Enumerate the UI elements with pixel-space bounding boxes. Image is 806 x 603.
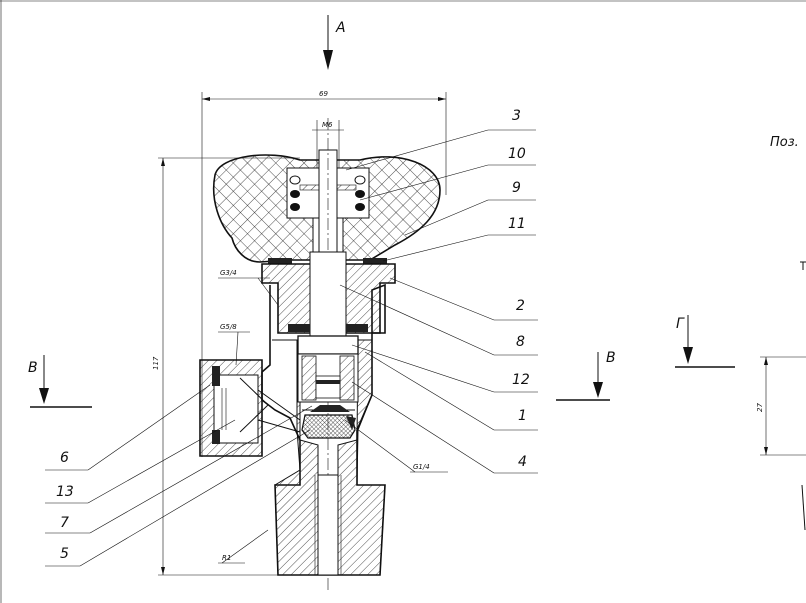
packing-right <box>346 324 368 332</box>
position-note: Поз. <box>770 135 799 150</box>
callout-9: 9 <box>512 180 521 196</box>
dim-width-label: 69 <box>319 90 328 98</box>
callout-6: 6 <box>60 450 69 466</box>
callout-7: 7 <box>60 515 69 531</box>
view-marker-g: Г <box>675 315 735 368</box>
radius-label: R1 <box>222 554 231 562</box>
guide-left <box>301 355 317 401</box>
thread-g14-label: G1/4 <box>413 463 430 471</box>
outlet-bore <box>317 474 339 576</box>
gasket-right <box>363 258 387 264</box>
packing-left <box>288 324 310 332</box>
view-label-a: A <box>335 20 346 36</box>
body-left-half <box>272 339 319 576</box>
guide-right <box>339 355 355 401</box>
gasket-left <box>268 258 292 264</box>
spindle <box>309 251 347 343</box>
thread-g34: G3/4 <box>218 269 279 306</box>
callouts-right: 3 10 9 11 2 8 12 1 4 <box>339 108 538 474</box>
section-label-left: В <box>28 360 38 376</box>
callout-8: 8 <box>516 334 525 350</box>
callout-13: 13 <box>56 484 74 500</box>
callout-10: 10 <box>508 146 526 162</box>
section-marker-right: В <box>556 350 616 401</box>
callouts-left: 6 13 7 5 <box>45 384 313 567</box>
thread-g58: G5/8 <box>218 323 250 366</box>
callout-4: 4 <box>518 454 527 470</box>
section-label-right: В <box>606 350 616 366</box>
callout-11: 11 <box>508 216 526 232</box>
seat-seal <box>301 414 356 439</box>
callout-3: 3 <box>512 108 521 124</box>
side-port-bore <box>213 374 259 444</box>
callout-2: 2 <box>516 298 525 314</box>
partial-detail-view: 27 <box>756 261 806 531</box>
thread-g14: G1/4 <box>344 419 448 473</box>
thread-g58-label: G5/8 <box>220 323 237 331</box>
radius-r1: R1 <box>218 529 269 564</box>
section-marker-left: В <box>28 355 92 408</box>
dim-small-height-label: 27 <box>756 403 764 412</box>
thread-g34-label: G3/4 <box>220 269 237 277</box>
view-arrow-a: A <box>323 15 346 70</box>
callout-12: 12 <box>512 372 530 388</box>
dim-m6-label: M6 <box>322 121 333 129</box>
callout-5: 5 <box>60 546 69 562</box>
body-right-half <box>337 339 386 576</box>
view-label-g: Г <box>676 316 685 332</box>
callout-1: 1 <box>518 408 527 424</box>
dim-height-label: 117 <box>152 356 160 370</box>
disc-holder <box>297 335 359 355</box>
valve-stem-lower <box>315 375 341 399</box>
